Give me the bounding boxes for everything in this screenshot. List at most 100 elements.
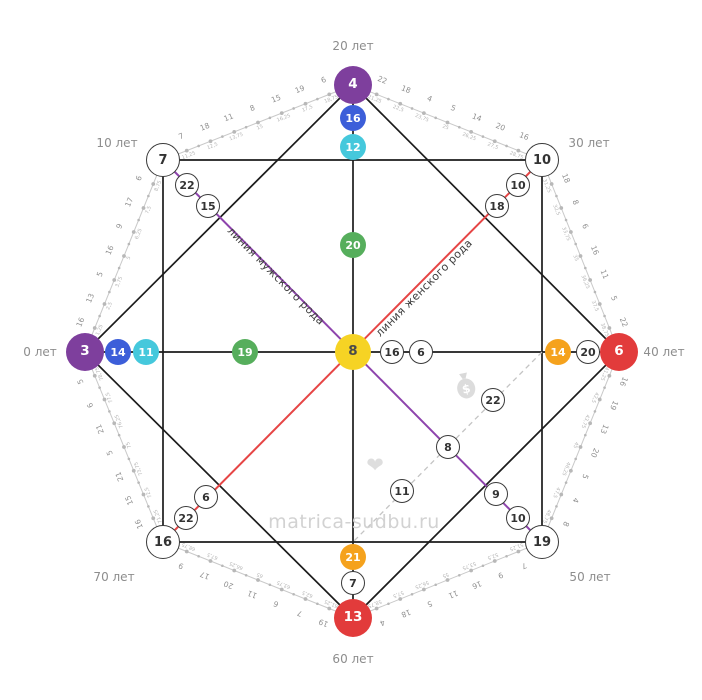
age-dot [117,433,121,437]
edge-age: 25 [441,124,449,132]
edge-age: 55 [441,571,449,579]
age-dot [197,144,200,148]
edge-age: 78,75 [94,366,105,382]
edge-age: 13,75 [229,132,245,143]
edge-age: 45 [571,441,579,449]
age-dot [584,266,587,270]
edge-value: 5 [449,103,457,113]
edge-value: 9 [177,561,185,571]
age-dot [387,602,390,606]
age-dot [108,290,111,294]
circle-white-right: 20 [576,340,600,364]
age-dot [232,568,237,573]
edge-age: 57,5 [392,589,405,599]
age-dot [421,111,426,116]
money-bag-icon: $ [452,370,480,405]
edge-age: 47,5 [551,486,561,499]
age-dot [316,602,319,606]
edge-age: 52,5 [486,551,499,561]
circle-tail-22: 22 [481,388,505,412]
age-dot [421,587,426,592]
edge-value: 16 [104,244,116,256]
age-dot [458,125,461,129]
edge-value: 20 [589,447,601,459]
edge-value: 8 [571,198,581,206]
edge-age: 35 [571,254,579,262]
edge-age: 65 [256,571,264,579]
age-dot [141,492,146,497]
age-dot [244,125,248,129]
circle-bottomleft-inner: 6 [194,485,218,509]
age-dot [184,549,189,554]
age-dot [327,92,332,97]
edge-value: 6 [134,174,144,182]
circle-left-blue: 14 [105,339,131,365]
edge-age: 46,25 [560,461,571,477]
age-dot [256,120,260,125]
circle-left-cyan: 11 [133,339,159,365]
edge-value: 6 [580,222,590,230]
edge-value: 4 [570,496,580,504]
edge-age: 22,5 [392,104,405,114]
circle-top-cyan: 12 [340,134,366,160]
circle-money-1: 16 [380,340,404,364]
circle-tail-8: 8 [436,435,460,459]
age-dot [232,129,237,134]
edge-age: 26,25 [461,132,477,143]
age-dot [316,97,319,101]
edge-value: 16 [518,130,530,142]
edge-age: 76,25 [114,413,125,429]
edge-value: 4 [378,618,386,628]
edge-value: 9 [114,222,124,230]
edge-age: 7,5 [144,205,153,215]
age-dot [108,410,111,413]
edge-age: 56,25 [414,579,430,590]
age-dot [137,481,140,484]
edge-value: 8 [248,103,256,113]
circle-money-2: 6 [409,340,433,364]
circle-white-bottom: 7 [341,571,365,595]
age-dot [327,606,332,611]
edge-value: 18 [400,83,412,95]
edge-age: 68,75 [181,541,197,552]
circle-age30: 10 [525,143,559,177]
age-dot [127,457,131,461]
edge-value: 21 [94,423,106,435]
age-dot [303,101,308,106]
edge-age: 32,5 [551,204,561,217]
age-dot [292,592,295,596]
age-dot [574,242,577,246]
age-dot [481,135,485,138]
edge-value: 17 [198,569,210,581]
age-dot [92,373,97,378]
age-dot [268,116,272,120]
age-dot [492,139,497,144]
money-bag-shape: $ [457,372,476,399]
age-dot [434,116,437,120]
edge-value: 15 [270,93,282,105]
age-dot [244,573,248,577]
age-dot [603,386,606,389]
age-dot [607,373,612,378]
age-dot [292,107,295,110]
age-dot [597,302,602,306]
edge-value: 19 [608,399,620,411]
edge-age: 72,5 [144,486,154,499]
age-dot [597,397,602,402]
edge-value: 20 [494,121,506,133]
age-dot [516,148,521,153]
age-dot [122,254,126,258]
age-dot [184,148,189,153]
edge-value: 18 [199,121,211,133]
age-dot [279,111,284,116]
age-dot [221,564,224,568]
age-dot [564,218,568,222]
edge-age: 58,75 [367,598,383,609]
edge-age: 2,5 [105,301,114,311]
edge-age: 38,75 [599,322,610,338]
age-dot [549,182,554,186]
edge-value: 19 [317,617,329,629]
age-dot [445,578,450,582]
age-dot [505,144,508,148]
